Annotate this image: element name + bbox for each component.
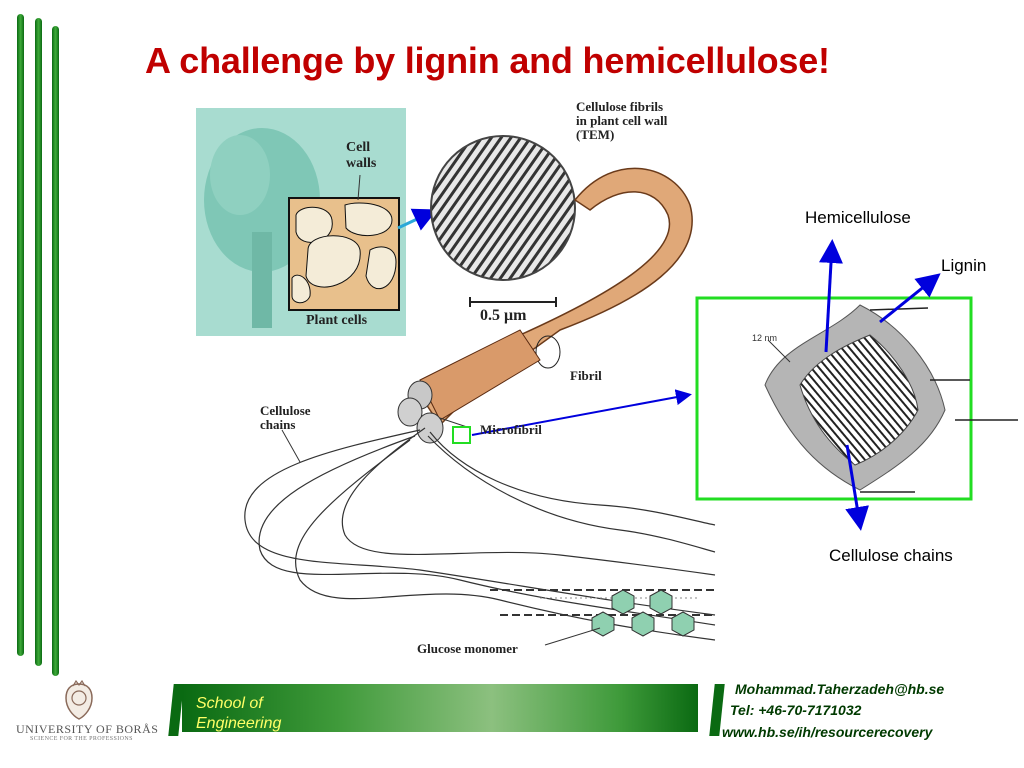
- microfibril-highlight: [452, 426, 471, 444]
- glucose-chains: [490, 589, 715, 637]
- decor-bar-1: [17, 14, 24, 656]
- school-line-1: School of: [196, 695, 263, 712]
- microfibril-bundle: [397, 329, 541, 444]
- contact-email[interactable]: Mohammad.Taherzadeh@hb.se: [735, 681, 945, 697]
- hemicellulose-label: Hemicellulose: [805, 208, 911, 227]
- microfibril-cross-section: [764, 304, 1018, 493]
- school-line-2: Engineering: [196, 715, 282, 732]
- decor-bar-2: [35, 18, 42, 666]
- university-tagline: SCIENCE FOR THE PROFESSIONS: [30, 736, 133, 742]
- cellulose-chains-lines: [244, 427, 716, 641]
- scale-12nm-label: 12 nm: [752, 333, 778, 343]
- footer-band: [182, 684, 698, 732]
- plant-cells-label: Plant cells: [306, 313, 368, 328]
- university-name: UNIVERSITY OF BORÅS: [16, 722, 159, 736]
- contact-tel: Tel: +46-70-7171032: [730, 702, 862, 718]
- cellulose-chains-left-label: Cellulose chains: [260, 403, 311, 432]
- tem-label: Cellulose fibrils in plant cell wall (TE…: [576, 99, 668, 142]
- cellulose-chains-label: Cellulose chains: [829, 546, 953, 565]
- decor-bar-3: [52, 26, 59, 676]
- contact-web[interactable]: www.hb.se/ih/resourcerecovery: [722, 724, 933, 740]
- plant-cells-inset: [288, 197, 400, 311]
- cell-walls-label: Cell walls: [346, 140, 377, 171]
- microfibril-label: Microfibril: [480, 422, 542, 437]
- school-of-engineering: School of Engineering: [196, 694, 281, 734]
- lignin-label: Lignin: [941, 256, 987, 275]
- slide-title: A challenge by lignin and hemicellulose!: [145, 40, 830, 81]
- scale-label: 0.5 μm: [480, 307, 527, 324]
- tem-circle: [430, 135, 576, 281]
- university-crest-icon: [65, 680, 93, 720]
- glucose-monomer-label: Glucose monomer: [417, 641, 518, 656]
- fibril-label: Fibril: [570, 368, 602, 383]
